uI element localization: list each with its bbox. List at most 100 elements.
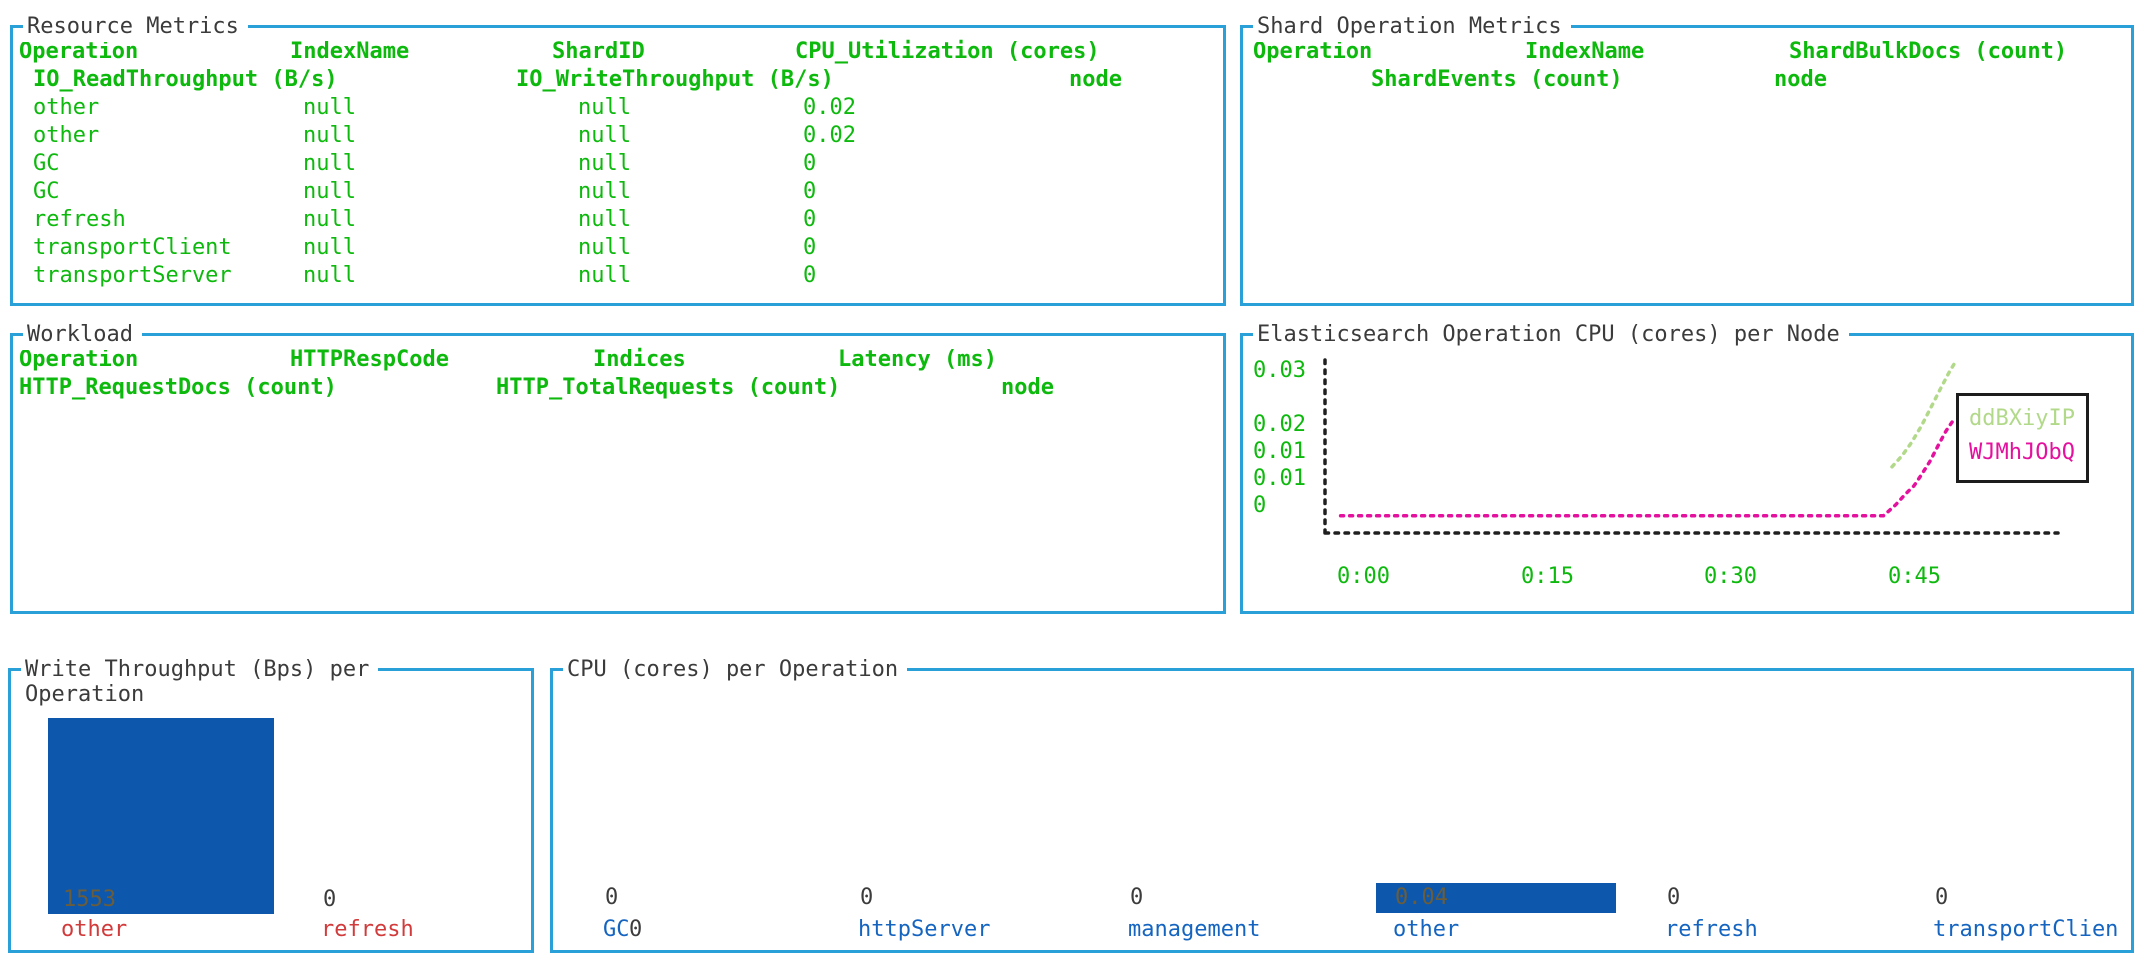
panel-resource-metrics: Resource Metrics Operation IndexName Shard… <box>10 12 1226 306</box>
panel-title-workload: Workload <box>23 320 142 350</box>
panel-title-write-throughput-line1: Write Throughput (Bps) per <box>21 655 379 685</box>
column-header: Operation <box>1253 39 1373 64</box>
table-cell: transportServer <box>33 263 232 288</box>
column-header: Operation <box>19 347 139 372</box>
bar-value-label: 0 <box>860 885 874 910</box>
series-ddBXiyIP <box>1890 361 1957 469</box>
table-cell: null <box>303 95 356 120</box>
bar-value-label: 1553 <box>63 887 116 912</box>
bar-category-label: refresh <box>1665 917 1758 942</box>
table-cell: other <box>33 123 100 148</box>
column-header: Operation <box>19 39 139 64</box>
series-WJMhJObQ <box>1338 418 1955 518</box>
table-cell: 0 <box>803 179 817 204</box>
column-header: node <box>1774 67 1827 92</box>
bar-value-label: 0 <box>605 885 619 910</box>
column-header: HTTPRespCode <box>290 347 449 372</box>
table-cell: null <box>578 263 631 288</box>
bar-value-label: 0 <box>1935 885 1949 910</box>
stray-zero-label: 0 <box>629 917 643 942</box>
bar-value-label: 0 <box>323 887 337 912</box>
table-cell: null <box>578 151 631 176</box>
bar-value-label: 0 <box>1130 885 1144 910</box>
y-axis-tick-label: 0.01 <box>1253 439 1306 464</box>
panel-es-cpu-per-node: Elasticsearch Operation CPU (cores) per … <box>1240 320 2134 614</box>
table-cell: null <box>303 263 356 288</box>
bar-category-label: refresh <box>321 917 414 942</box>
table-cell: null <box>578 207 631 232</box>
write-throughput-bar-chart: 1553 other 0 refresh <box>11 671 531 950</box>
column-header: IndexName <box>290 39 410 64</box>
bar-category-label: httpServer <box>858 917 991 942</box>
table-cell: null <box>578 179 631 204</box>
chart-legend: ddBXiyIP WJMhJObQ <box>1956 393 2089 483</box>
bar-other <box>1376 883 1616 913</box>
table-cell: 0 <box>803 263 817 288</box>
panel-title-shard-operation-metrics: Shard Operation Metrics <box>1253 12 1571 42</box>
table-cell: null <box>578 95 631 120</box>
column-header: node <box>1069 67 1122 92</box>
table-cell: GC <box>33 151 60 176</box>
table-cell: 0 <box>803 235 817 260</box>
column-header: ShardBulkDocs (count) <box>1789 39 2068 64</box>
bar-category-label: GC <box>603 917 630 942</box>
bar-value-label: 0 <box>1667 885 1681 910</box>
column-header: node <box>1001 375 1054 400</box>
panel-title-write-throughput-line2: Operation <box>25 681 145 709</box>
panel-write-throughput: Write Throughput (Bps) per Operation 155… <box>8 655 534 953</box>
table-cell: null <box>303 123 356 148</box>
table-cell: null <box>303 235 356 260</box>
table-cell: null <box>578 235 631 260</box>
column-header: ShardID <box>552 39 645 64</box>
table-cell: other <box>33 95 100 120</box>
y-axis-tick-label: 0.01 <box>1253 466 1306 491</box>
table-cell: refresh <box>33 207 126 232</box>
panel-title-es-cpu-per-node: Elasticsearch Operation CPU (cores) per … <box>1253 320 1849 350</box>
table-cell: 0.02 <box>803 123 856 148</box>
column-header: IndexName <box>1525 39 1645 64</box>
bar-value-label: 0.04 <box>1395 885 1448 910</box>
table-cell: GC <box>33 179 60 204</box>
bar-category-label: other <box>1393 917 1460 942</box>
column-header: IO_ReadThroughput (B/s) <box>33 67 338 92</box>
bar-category-label: transportClien <box>1933 917 2119 942</box>
column-header: Latency (ms) <box>838 347 997 372</box>
table-cell: 0 <box>803 151 817 176</box>
line-chart-canvas <box>1323 358 2060 535</box>
table-cell: null <box>578 123 631 148</box>
x-axis-tick-label: 0:00 <box>1337 564 1390 589</box>
bar-other <box>48 718 274 914</box>
y-axis-tick-label: 0.02 <box>1253 412 1306 437</box>
x-axis-tick-label: 0:45 <box>1888 564 1941 589</box>
table-cell: null <box>303 207 356 232</box>
panel-title-resource-metrics: Resource Metrics <box>23 12 248 42</box>
table-cell: null <box>303 151 356 176</box>
panel-title-cpu-per-operation: CPU (cores) per Operation <box>563 655 908 685</box>
x-axis-tick-label: 0:15 <box>1521 564 1574 589</box>
table-cell: null <box>303 179 356 204</box>
column-header: Indices <box>593 347 686 372</box>
column-header: HTTP_RequestDocs (count) <box>19 375 337 400</box>
legend-entry-WJMhJObQ: WJMhJObQ <box>1969 440 2075 465</box>
bar-category-label: other <box>61 917 128 942</box>
x-axis-tick-label: 0:30 <box>1704 564 1757 589</box>
y-axis-tick-label: 0.03 <box>1253 358 1306 383</box>
panel-shard-operation-metrics: Shard Operation Metrics Operation IndexNa… <box>1240 12 2134 306</box>
table-cell: transportClient <box>33 235 232 260</box>
column-header: ShardEvents (count) <box>1371 67 1623 92</box>
shard-operation-metrics-table: Operation IndexName ShardBulkDocs (count) S… <box>1243 28 2131 303</box>
table-cell: 0 <box>803 207 817 232</box>
bar-category-label: management <box>1128 917 1261 942</box>
table-cell: 0.02 <box>803 95 856 120</box>
column-header: CPU_Utilization (cores) <box>795 39 1100 64</box>
column-header: HTTP_TotalRequests (count) <box>496 375 841 400</box>
legend-entry-ddBXiyIP: ddBXiyIP <box>1969 406 2075 431</box>
y-axis-tick-label: 0 <box>1253 493 1267 518</box>
resource-metrics-table: Operation IndexName ShardID CPU_Utilization… <box>13 28 1223 303</box>
workload-table: Operation HTTPRespCode Indices Latency (ms)… <box>13 336 1223 611</box>
panel-workload: Workload Operation HTTPRespCode Indices Lat… <box>10 320 1226 614</box>
